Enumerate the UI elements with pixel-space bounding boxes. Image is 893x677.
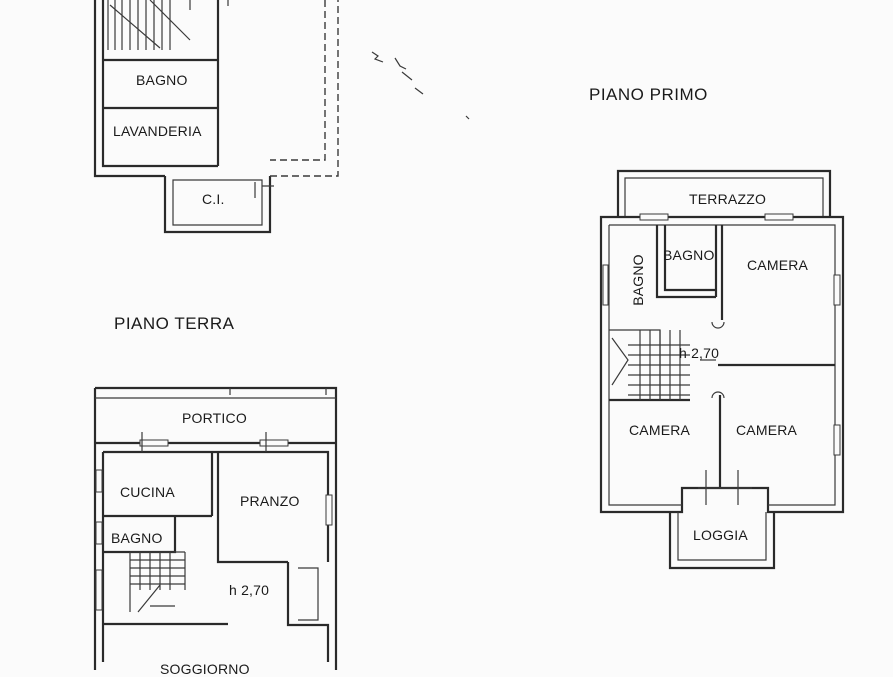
ground-floor-plan	[93, 386, 338, 670]
dining-label: PRANZO	[240, 493, 300, 509]
first-bathroom-label: BAGNO	[663, 247, 715, 263]
first-floor-title: PIANO PRIMO	[589, 85, 708, 104]
ground-height-label: h 2,70	[229, 582, 270, 598]
ground-floor-title: PIANO TERRA	[114, 314, 235, 333]
kitchen-label: CUCINA	[120, 484, 175, 500]
first-height-label: h 2,70	[679, 345, 720, 361]
bedroom-left-label: CAMERA	[629, 422, 691, 438]
bedroom-top-label: CAMERA	[747, 257, 809, 273]
basement-bathroom-label: BAGNO	[136, 72, 188, 88]
basement-laundry-label: LAVANDERIA	[113, 123, 202, 139]
portico-label: PORTICO	[182, 410, 247, 426]
ground-bathroom-label: BAGNO	[111, 530, 163, 546]
bedroom-right-label: CAMERA	[736, 422, 798, 438]
first-bathroom-vertical-label: BAGNO	[629, 254, 646, 306]
loggia-label: LOGGIA	[693, 527, 748, 543]
terrace-label: TERRAZZO	[689, 191, 767, 207]
basement-ci-label: C.I.	[202, 191, 225, 207]
basement-plan	[93, 0, 470, 234]
first-floor-plan	[599, 169, 845, 570]
living-label: SOGGIORNO	[160, 661, 250, 677]
